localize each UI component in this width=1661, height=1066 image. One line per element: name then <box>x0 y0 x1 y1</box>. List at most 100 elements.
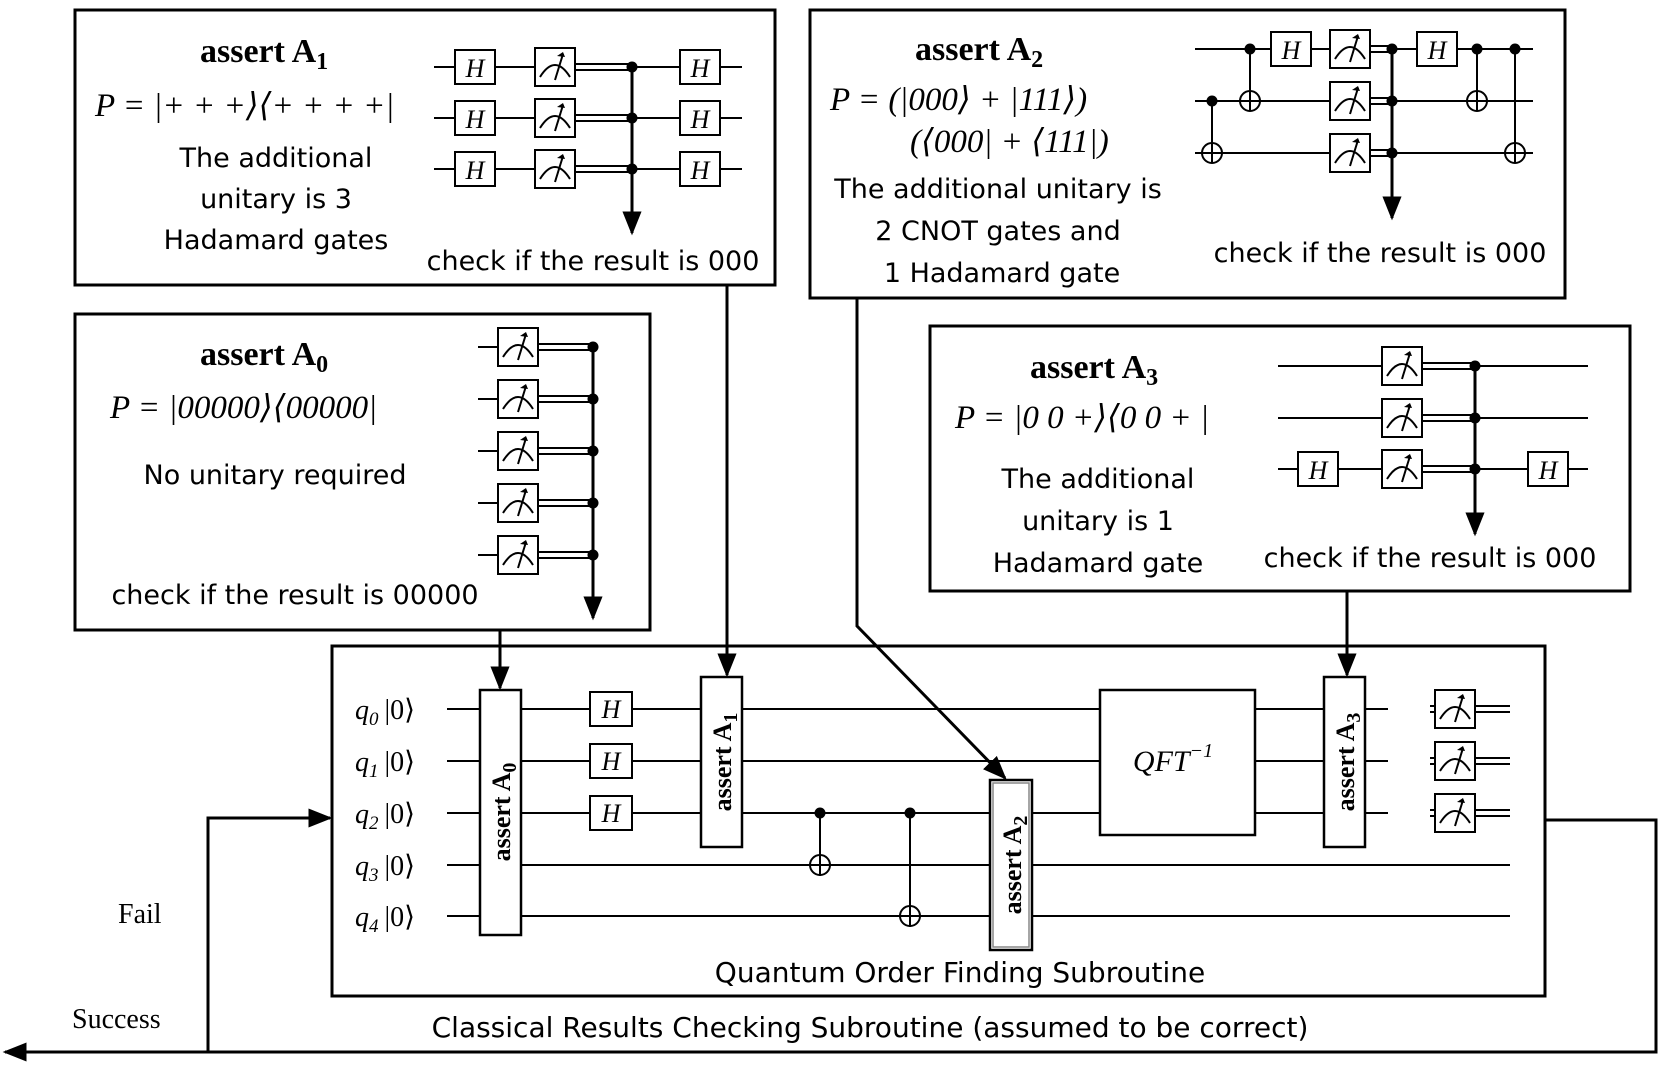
a2-cnot2-control <box>1206 95 1218 107</box>
a1-h-gate-pre-2: H <box>454 151 496 187</box>
qubit-label-q2: q2|0⟩ <box>355 799 415 834</box>
main-meter-q0 <box>1434 689 1476 729</box>
a0-classical-wire-0 <box>538 343 593 351</box>
assert-a1-desc-line-1: The additional <box>179 143 373 174</box>
main-assert-a1-label: assert A1 <box>708 713 742 812</box>
a2-cnot1-target <box>1239 90 1261 112</box>
main-assert-a0: assert A0 <box>478 688 523 937</box>
a1-h-gate-post-1-label: H <box>690 105 711 134</box>
a0-classical-dot-4 <box>587 549 599 561</box>
main-h-gate-q2-label: H <box>601 799 622 828</box>
a0-classical-wire-3 <box>538 499 593 507</box>
a2-classical-dot-1 <box>1386 95 1398 107</box>
assert-a2-desc-line-1: The additional unitary is <box>833 174 1162 205</box>
a2-classical-dot-2 <box>1386 147 1398 159</box>
a3-meter-0 <box>1381 346 1423 386</box>
a1-h-gate-pre-1: H <box>454 100 496 136</box>
assert-a3-title: assert A3 <box>1030 349 1158 391</box>
assert-a3-desc-line-1: The additional <box>1001 464 1195 495</box>
assert-a1-box: assert A1 P = |+ + +⟩⟨+ + + +| The addit… <box>73 8 777 287</box>
fail-label: Fail <box>118 899 162 930</box>
a1-classical-wire-1 <box>575 114 632 122</box>
a2-h-gate-post-label: H <box>1427 36 1448 65</box>
a1-h-gate-pre-0: H <box>454 49 496 85</box>
a3-classical-dot-0 <box>1469 360 1481 372</box>
assert-a3-desc-line-2: unitary is 1 <box>1022 506 1174 537</box>
main-assert-a3: assert A3 <box>1322 675 1367 849</box>
main-cnot-q2-q4 <box>899 807 921 927</box>
assert-a2-projector-line-1: P = (|000⟩ + |111⟩) <box>829 82 1087 118</box>
assert-a2-desc-line-3: 1 Hadamard gate <box>884 258 1120 289</box>
assert-a1-projector: P = |+ + +⟩⟨+ + + +| <box>94 88 394 124</box>
assert-a3-desc-line-3: Hadamard gate <box>993 548 1204 579</box>
a0-meter-4 <box>497 535 539 575</box>
assert-a2-projector-line-2: (⟨000| + ⟨111|) <box>910 124 1109 160</box>
success-path <box>2 818 1658 1062</box>
a0-classical-dot-0 <box>587 341 599 353</box>
main-meter-q1 <box>1434 741 1476 781</box>
main-assert-a2-label: assert A2 <box>998 816 1032 915</box>
a1-classical-wire-2 <box>575 165 632 173</box>
a2-cnot3-target <box>1504 142 1526 164</box>
assert-a3-check: check if the result is 000 <box>1264 543 1597 574</box>
main-meter-q2 <box>1434 793 1476 833</box>
main-assert-a0-label: assert A0 <box>487 763 521 862</box>
assert-a0-desc: No unitary required <box>144 460 407 491</box>
assert-a2-title: assert A2 <box>915 31 1043 73</box>
main-assert-a1: assert A1 <box>699 675 744 849</box>
qubit-label-q1: q1|0⟩ <box>355 747 415 782</box>
a2-cnot3-control <box>1509 43 1521 55</box>
a3-h-gate-pre-label: H <box>1308 456 1329 485</box>
main-assert-a2: assert A2 <box>988 778 1034 952</box>
a1-meter-0 <box>534 47 576 87</box>
main-h-gate-q2: H <box>589 795 633 831</box>
a3-classical-wire-2 <box>1422 465 1475 473</box>
a0-classical-wire-4 <box>538 551 593 559</box>
assert-a0-projector: P = |00000⟩⟨00000| <box>109 390 377 426</box>
main-assert-a3-label: assert A3 <box>1331 713 1365 812</box>
a3-h-gate-post: H <box>1527 451 1569 487</box>
classical-subroutine-label: Classical Results Checking Subroutine (a… <box>432 1011 1309 1044</box>
a0-meter-2 <box>497 431 539 471</box>
assert-a1-check: check if the result is 000 <box>427 246 760 277</box>
qubit-label-q3: q3|0⟩ <box>355 851 415 886</box>
success-label: Success <box>72 1004 161 1035</box>
a2-classical-dot-0 <box>1386 43 1398 55</box>
a2-cnot2-target <box>1201 142 1223 164</box>
a2-h-gate-pre: H <box>1270 31 1312 67</box>
a0-meter-3 <box>497 483 539 523</box>
a2-cnot4-target <box>1466 90 1488 112</box>
a1-h-gate-pre-2-label: H <box>465 156 486 185</box>
a0-meter-1 <box>497 379 539 419</box>
main-qft-inverse: QFT−1 <box>1098 688 1257 837</box>
a0-classical-wire-1 <box>538 395 593 403</box>
assert-a2-box: assert A2 P = (|000⟩ + |111⟩) (⟨000| + ⟨… <box>808 8 1567 300</box>
a1-h-gate-post-2-label: H <box>690 156 711 185</box>
a1-meter-2 <box>534 149 576 189</box>
assert-a0-title: assert A0 <box>200 336 328 378</box>
fail-path <box>206 808 333 1052</box>
a2-cnot1-control <box>1244 43 1256 55</box>
a1-h-gate-post-0-label: H <box>690 54 711 83</box>
a3-h-gate-pre: H <box>1297 451 1339 487</box>
a1-h-gate-post-0: H <box>679 49 721 85</box>
a1-classical-dot-0 <box>626 61 638 73</box>
a2-cnot4-control <box>1471 43 1483 55</box>
a0-classical-dot-1 <box>587 393 599 405</box>
classical-feedback-loop: Classical Results Checking Subroutine (a… <box>2 808 1658 1062</box>
a3-h-gate-post-label: H <box>1538 456 1559 485</box>
a2-meter-1 <box>1329 81 1371 121</box>
assert-a0-check: check if the result is 00000 <box>111 580 478 611</box>
qubit-label-q0: q0|0⟩ <box>355 695 415 730</box>
a2-meter-2 <box>1329 133 1371 173</box>
a1-h-gate-pre-0-label: H <box>465 54 486 83</box>
a3-classical-dot-1 <box>1469 412 1481 424</box>
a1-h-gate-post-2: H <box>679 151 721 187</box>
a1-classical-wire-0 <box>575 63 632 71</box>
a1-h-gate-pre-1-label: H <box>465 105 486 134</box>
assert-a2-desc-line-2: 2 CNOT gates and <box>875 216 1120 247</box>
a1-classical-dot-1 <box>626 112 638 124</box>
a0-classical-wire-2 <box>538 447 593 455</box>
a2-meter-0 <box>1329 29 1371 69</box>
